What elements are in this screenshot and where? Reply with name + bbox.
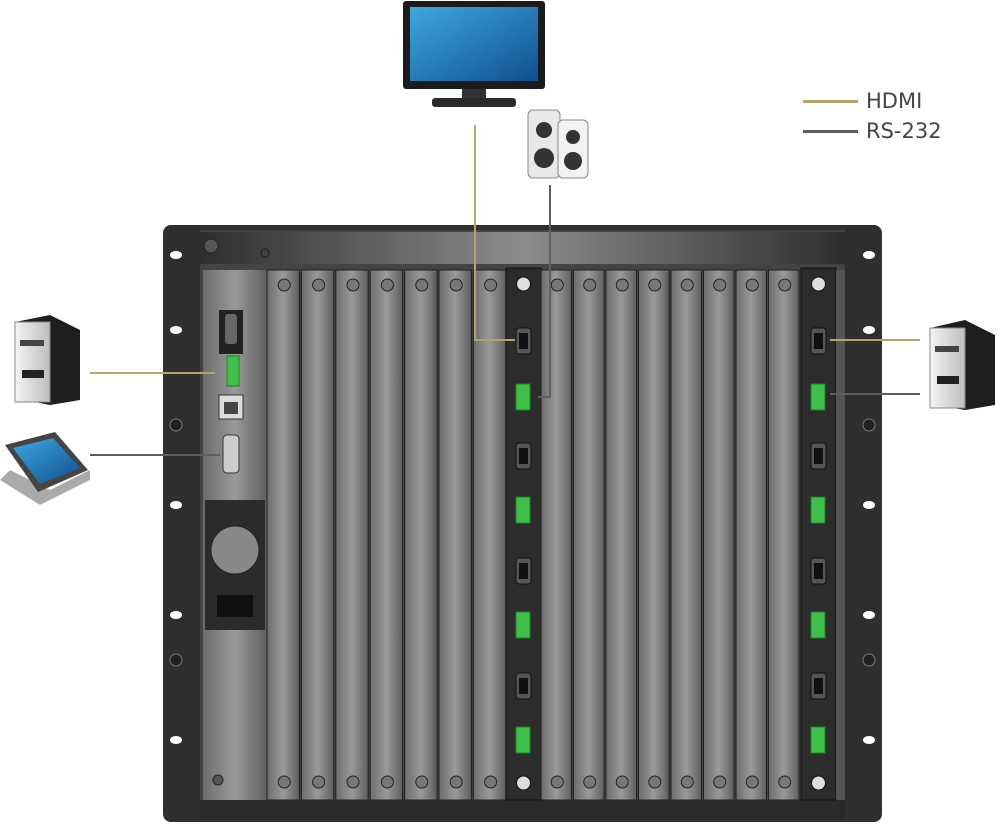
screw-icon (583, 278, 597, 292)
screw-icon (745, 775, 759, 789)
rack-screw-icon (862, 653, 876, 667)
rs232-cable-speakers (538, 185, 551, 398)
screw-icon (680, 775, 694, 789)
rs232-terminal-block (515, 496, 531, 524)
screw-icon (615, 775, 629, 789)
rs232-terminal-block (515, 611, 531, 639)
blank-slot-cover (266, 269, 300, 801)
slot-area (266, 267, 845, 801)
screw-icon (648, 278, 662, 292)
blank-slot-cover (404, 269, 438, 801)
control-terminal-block (226, 355, 240, 387)
cables (90, 125, 920, 456)
screw-icon (811, 276, 826, 292)
screw-icon (346, 278, 360, 292)
rack-hole (863, 611, 875, 619)
monitor-icon (403, 1, 545, 107)
rack-screw-icon (169, 418, 183, 432)
screw-icon (550, 278, 564, 292)
screw-icon (380, 278, 394, 292)
blank-slot-cover (335, 269, 369, 801)
touch-panel-icon (0, 432, 90, 505)
blank-slot-cover (670, 269, 702, 801)
screw-icon (449, 775, 463, 789)
screw-icon (203, 238, 219, 254)
legend-label: RS-232 (866, 119, 942, 143)
rs232-terminal-block (515, 726, 531, 754)
screw-icon (312, 775, 326, 789)
rs232-terminal-block (515, 383, 531, 411)
blank-slot-cover (369, 269, 404, 801)
fan-icon (210, 525, 260, 575)
rack-hole (863, 326, 875, 334)
screw-icon (380, 775, 394, 789)
desktop-pc-icon (14, 315, 80, 405)
rs232-terminal-block (810, 383, 826, 411)
screw-icon (550, 775, 564, 789)
screw-icon (277, 775, 291, 789)
blank-slot-cover (605, 269, 637, 801)
legend: HDMI RS-232 (803, 86, 942, 146)
rs232-port (222, 434, 240, 474)
screw-icon (415, 278, 429, 292)
rs232-line-swatch (803, 129, 858, 133)
rack-hole (170, 736, 182, 744)
screw-icon (415, 775, 429, 789)
legend-label: HDMI (866, 89, 923, 113)
desktop-pc-icon (929, 320, 995, 410)
screw-icon (778, 775, 792, 789)
blank-slot-cover (438, 269, 472, 801)
rack-screw-icon (862, 418, 876, 432)
screw-icon (346, 775, 360, 789)
screw-icon (615, 278, 629, 292)
rack-hole (863, 736, 875, 744)
screw-icon (713, 278, 727, 292)
screw-icon (516, 276, 531, 292)
screw-icon (484, 775, 498, 789)
rs232-terminal-block (810, 611, 826, 639)
rack-hole (170, 251, 182, 259)
legend-item-rs232: RS-232 (803, 116, 942, 146)
rs232-terminal-block (810, 726, 826, 754)
top-bar (200, 232, 845, 264)
rs232-terminal-block (810, 496, 826, 524)
screw-icon (277, 278, 291, 292)
screw-icon (516, 775, 531, 791)
screw-icon (312, 278, 326, 292)
screw-icon (680, 278, 694, 292)
rack-hole (170, 326, 182, 334)
screw-icon (449, 278, 463, 292)
blank-slot-cover (472, 269, 507, 801)
blank-slot-cover (768, 269, 800, 801)
rack-hole (863, 501, 875, 509)
blank-slot-cover (300, 269, 335, 801)
screw-icon (778, 278, 792, 292)
blank-slot-cover (573, 269, 605, 801)
rack-ears (169, 251, 876, 744)
screw-icon (484, 278, 498, 292)
blank-slot-cover (540, 269, 572, 801)
legend-item-hdmi: HDMI (803, 86, 942, 116)
rack-hole (863, 251, 875, 259)
rack-screw-icon (169, 653, 183, 667)
screw-icon (745, 278, 759, 292)
screw-icon (713, 775, 727, 789)
speakers-icon (527, 109, 589, 179)
hdmi-cable-display (474, 125, 515, 341)
rack-hole (170, 611, 182, 619)
control-panel (203, 270, 267, 800)
power-inlet (217, 595, 253, 617)
rack-hole (170, 501, 182, 509)
screw-icon (583, 775, 597, 789)
hdmi-line-swatch (803, 99, 858, 103)
input-output-card (800, 267, 837, 801)
blank-slot-cover (735, 269, 767, 801)
blank-slot-cover (703, 269, 735, 801)
blank-slot-cover (638, 269, 670, 801)
screw-icon (648, 775, 662, 789)
screw-icon (811, 775, 826, 791)
